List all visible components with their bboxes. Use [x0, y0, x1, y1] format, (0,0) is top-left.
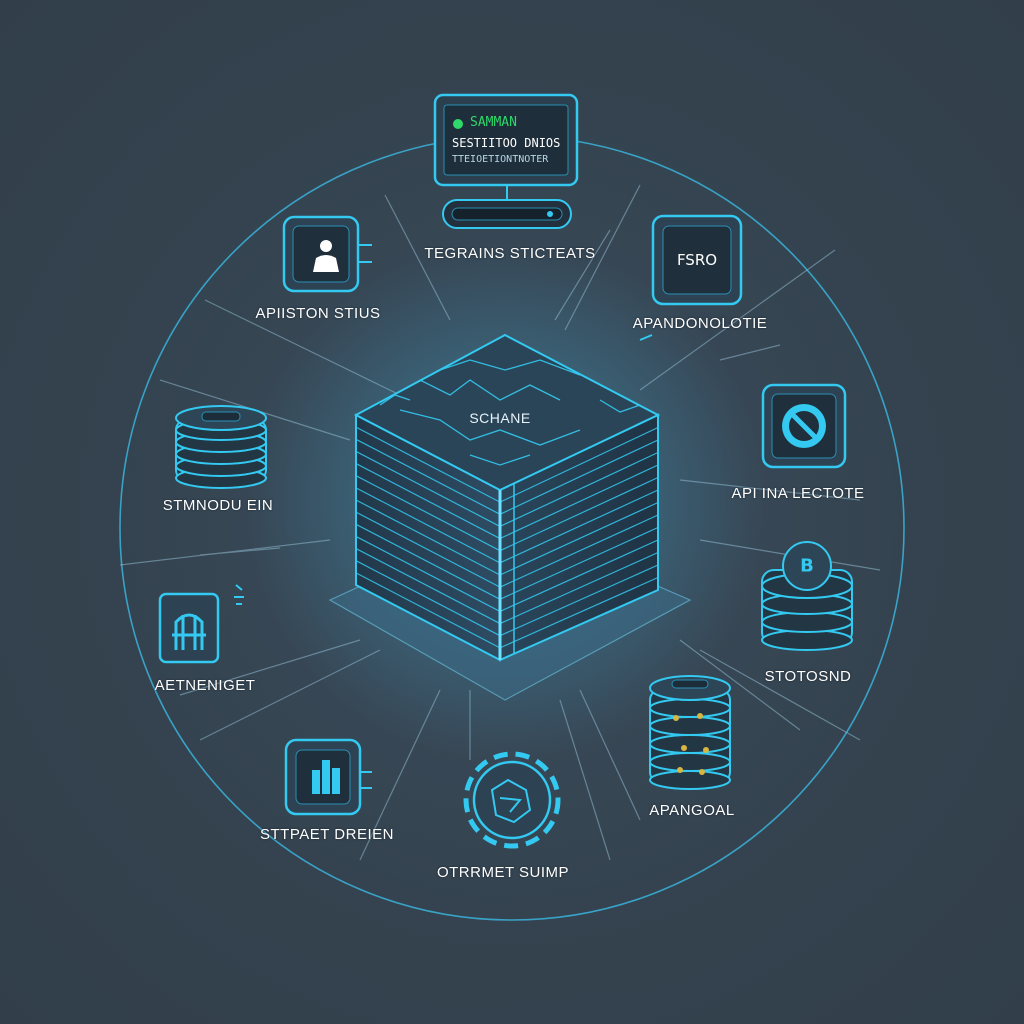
database-icon — [175, 405, 267, 489]
cube-stripe — [499, 426, 659, 503]
cube-stripe — [499, 464, 659, 540]
cube-stripe — [499, 576, 659, 649]
bitcoin-coin-text: B — [800, 555, 814, 577]
label-bottom-right: APANGOAL — [649, 802, 735, 819]
cube-stripe — [499, 501, 659, 576]
label-left-bottom: AETNENIGET — [154, 677, 256, 694]
cube-stripe — [499, 551, 659, 625]
cube-stripe — [355, 450, 501, 527]
label-right: API INA LECTOTE — [731, 485, 865, 502]
label-right-bottom: STOTOSND — [764, 668, 852, 685]
cube-stripe — [355, 499, 501, 576]
cube-stripe — [499, 451, 659, 527]
cube-stripe — [499, 489, 659, 564]
cube-stripe — [499, 476, 659, 552]
cube-stripe — [355, 535, 501, 612]
cube-stripe — [355, 523, 501, 600]
user-node[interactable] — [282, 215, 372, 293]
label-top-right: APANDONOLOTIE — [632, 315, 768, 332]
chart-icon — [312, 760, 340, 794]
monitor-line-2: SESTIITOO DNIOS — [452, 136, 561, 150]
chart-node[interactable] — [284, 738, 372, 816]
label-bottom: OTRRMET SUIMP — [436, 864, 570, 881]
cube-stripe — [355, 438, 501, 515]
monitor-screen — [443, 104, 569, 176]
cube-stripe — [355, 511, 501, 588]
cube-stripe — [355, 560, 501, 637]
cube-stripe — [355, 548, 501, 625]
monitor-node[interactable] — [433, 93, 579, 229]
tag-badge-text: FSRO — [676, 251, 718, 269]
cube-stripe — [355, 475, 501, 552]
blocked-node[interactable] — [761, 383, 847, 469]
label-left: STMNODU EIN — [162, 497, 274, 514]
cube-stripe — [499, 514, 659, 588]
database-node[interactable] — [175, 405, 267, 489]
gear-icon — [463, 751, 561, 849]
label-top-left: APIISTON STIUS — [255, 305, 381, 322]
monitor-status-icon — [453, 119, 463, 129]
monitor-line-3: TTEIOETIONTNOTER — [452, 154, 549, 165]
cube-stripe — [499, 564, 659, 637]
bitcoin-stack-icon — [761, 541, 853, 651]
cube-stripe — [355, 426, 501, 503]
cube-stripe — [355, 463, 501, 540]
cube-stripe — [355, 572, 501, 649]
gear-node[interactable] — [463, 751, 561, 849]
server-stack-icon — [649, 675, 731, 790]
label-bottom-left: STTPAET DREIEN — [260, 826, 394, 843]
core-label: SCHANE — [469, 410, 531, 426]
tag-node[interactable] — [639, 214, 743, 341]
cube-stripe — [499, 539, 659, 612]
bitcoin-stack-node[interactable] — [761, 541, 853, 651]
user-icon — [313, 240, 339, 272]
robot-icon — [172, 613, 206, 650]
cube-stripe — [355, 487, 501, 564]
label-top: TEGRAINS STICTEATS — [424, 245, 596, 262]
cube-stripe — [499, 439, 659, 515]
robot-node[interactable] — [158, 584, 244, 664]
monitor-line-1: SAMMAN — [470, 115, 517, 130]
blocked-icon — [782, 404, 826, 448]
core-cube[interactable] — [328, 333, 692, 701]
cube-stripe — [499, 526, 659, 600]
server-stack-node[interactable] — [649, 675, 731, 790]
